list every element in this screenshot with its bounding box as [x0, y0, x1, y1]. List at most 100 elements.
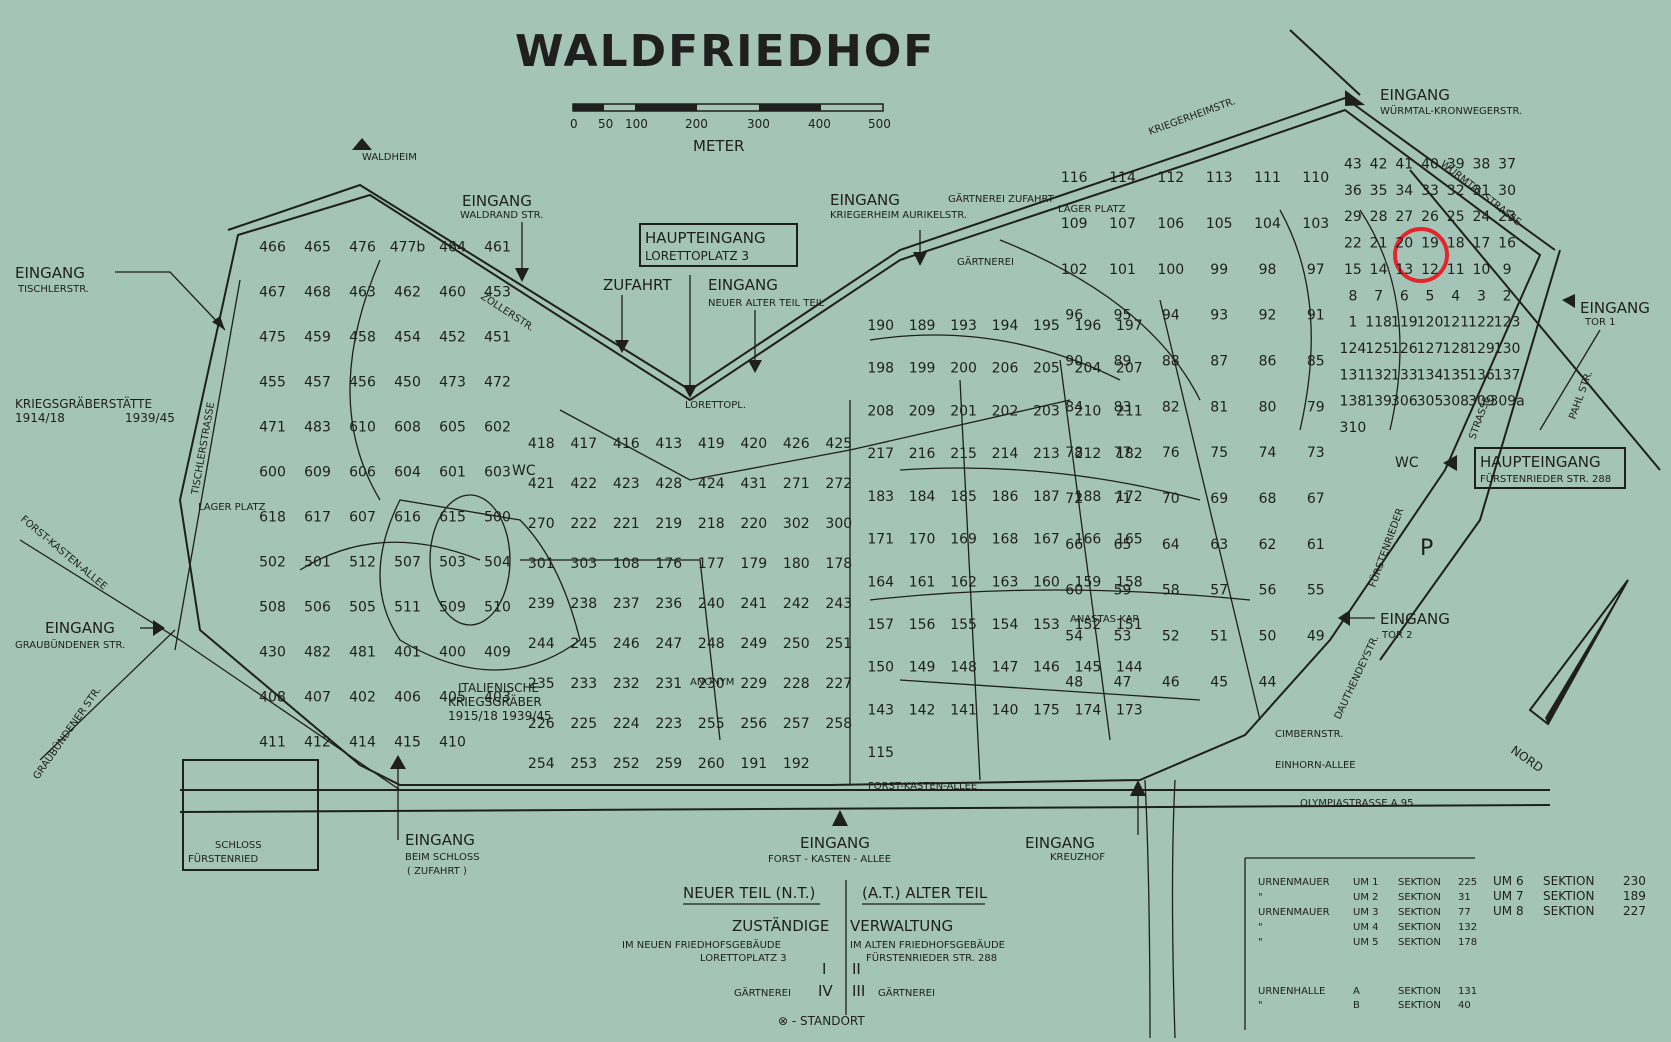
section-number: 128: [1442, 341, 1469, 357]
cimbernstr-label: CIMBERNSTR.: [1275, 729, 1343, 740]
section-number: 471: [259, 420, 286, 436]
section-number: 76: [1162, 445, 1180, 461]
section-number: 173: [1116, 703, 1143, 719]
entrance-tischler-label: EINGANG: [15, 264, 85, 282]
section-number: 165: [1116, 532, 1143, 548]
urn-row: ": [1258, 922, 1263, 933]
zufahrt-arrow: [615, 340, 629, 353]
section-number: 16: [1498, 236, 1516, 252]
section-number: 416: [613, 436, 640, 452]
section-number: 124: [1340, 341, 1367, 357]
section-number: 142: [909, 703, 936, 719]
section-number: 152: [1075, 617, 1102, 633]
section-number: 46: [1162, 674, 1180, 690]
section-number: 481: [349, 645, 376, 661]
section-number: 184: [909, 489, 936, 505]
section-number: 410: [439, 735, 466, 751]
section-number: 169: [950, 532, 977, 548]
forstkastenallee-label: FORST-KASTEN-ALLEE: [18, 514, 109, 593]
section-number: 225: [570, 716, 597, 732]
section-number: 425: [825, 436, 852, 452]
section-number: 195: [1033, 318, 1060, 334]
section-number: 86: [1259, 353, 1277, 369]
north-arrow: NORD: [1508, 579, 1629, 775]
section-number: 417: [570, 436, 597, 452]
anastas-label: ANASTAS KAP.: [1070, 614, 1140, 625]
section-number: 407: [304, 690, 331, 706]
section-number: 510: [484, 600, 511, 616]
entrance-waldrand: EINGANG WALDRAND STR.: [460, 192, 543, 282]
anonym-label: ANONYM: [690, 677, 734, 688]
section-number: 133: [1391, 367, 1418, 383]
entrance-waldrand-label: EINGANG: [462, 192, 532, 210]
section-number: 14: [1370, 262, 1388, 278]
urn-right-row: 230: [1623, 874, 1646, 888]
section-number: 157: [867, 617, 894, 633]
section-number: 148: [950, 660, 977, 676]
forstkastenallee2-label: FORST-KASTEN-ALLEE: [868, 781, 977, 792]
urn-row: URNENMAUER: [1258, 877, 1330, 888]
legend-roman-2: II: [852, 960, 861, 978]
section-number: 47: [1114, 674, 1132, 690]
section-number: 419: [698, 436, 725, 452]
section-number: 418: [528, 436, 555, 452]
section-number: 114: [1109, 170, 1136, 186]
section-number: 198: [867, 361, 894, 377]
section-number: 223: [655, 716, 682, 732]
section-number: 177: [698, 556, 725, 572]
legend-roman-3: III: [852, 982, 865, 1000]
entrance-forstkasten-label: EINGANG: [800, 834, 870, 852]
section-number: 67: [1307, 491, 1325, 507]
section-number: 250: [783, 636, 810, 652]
entrance-waldrand-sub: WALDRAND STR.: [460, 210, 543, 221]
section-number: 92: [1259, 308, 1277, 324]
section-number: 111: [1254, 170, 1281, 186]
section-number: 472: [484, 375, 511, 391]
section-number: 508: [259, 600, 286, 616]
section-number: 73: [1307, 445, 1325, 461]
entrance-tor2-sub: TOR 2: [1381, 630, 1412, 641]
fuerstenrieder-label: FÜRSTENRIEDER: [1366, 506, 1407, 589]
entrance-kreuzhof-label: EINGANG: [1025, 834, 1095, 852]
section-number: 125: [1365, 341, 1392, 357]
standort-marker: [1393, 227, 1449, 283]
scale-tick-100: 100: [625, 117, 648, 131]
section-number: 179: [740, 556, 767, 572]
urn-row: UM 1: [1353, 877, 1379, 888]
section-number: 172: [1116, 489, 1143, 505]
section-number: 24: [1472, 209, 1490, 225]
section-number: 248: [698, 636, 725, 652]
section-number: 162: [950, 574, 977, 590]
section-number: 208: [867, 403, 894, 419]
section-number: 455: [259, 375, 286, 391]
section-number: 8: [1348, 288, 1357, 304]
entrance-wurmtal-sub: WÜRMTAL-KRONWEGERSTR.: [1380, 104, 1522, 117]
section-number: 21: [1370, 236, 1388, 252]
einhornallee-label: EINHORN-ALLEE: [1275, 760, 1356, 771]
section-number: 180: [783, 556, 810, 572]
section-number: 40: [1421, 157, 1439, 173]
section-number: 230: [698, 676, 725, 692]
section-number: 460: [439, 285, 466, 301]
fuerstenried-label: FÜRSTENRIED: [188, 852, 258, 865]
section-number: 217: [867, 446, 894, 462]
section-number: 606: [349, 465, 376, 481]
section-number: 109: [1061, 216, 1088, 232]
urn-row: 31: [1458, 892, 1471, 903]
entrance-kriegerheim-label: EINGANG: [830, 191, 900, 209]
section-number: 251: [825, 636, 852, 652]
section-number: 126: [1391, 341, 1418, 357]
section-number: 189: [909, 318, 936, 334]
section-number: 19: [1421, 236, 1439, 252]
urn-row: UM 3: [1353, 907, 1379, 918]
section-number: 52: [1162, 628, 1180, 644]
section-number: 412: [304, 735, 331, 751]
section-number: 85: [1307, 353, 1325, 369]
section-number: 468: [304, 285, 331, 301]
urn-row: 132: [1458, 922, 1477, 933]
section-number: 229: [740, 676, 767, 692]
main-entrance-fuerstenrieder: HAUPTEINGANG FÜRSTENRIEDER STR. 288: [1443, 447, 1626, 489]
section-number: 175: [1033, 703, 1060, 719]
section-number: 17: [1472, 236, 1490, 252]
